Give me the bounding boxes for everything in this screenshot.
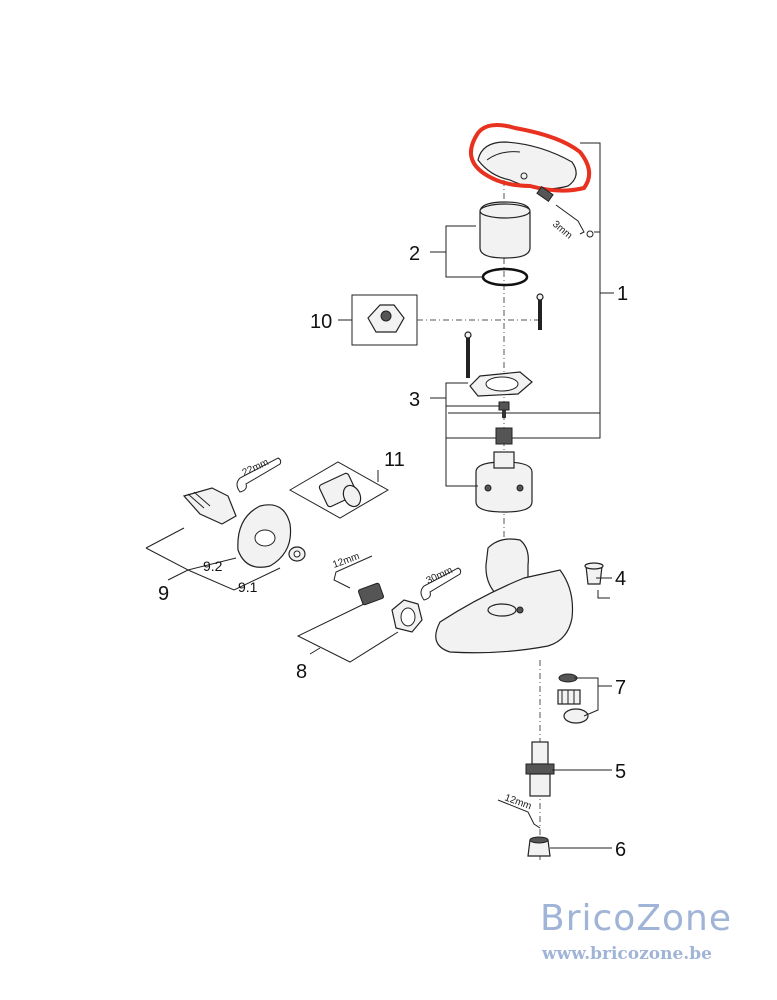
plug-cap-part xyxy=(584,562,604,585)
wrench-30mm-icon xyxy=(420,567,462,601)
diverter-part xyxy=(525,741,555,797)
grub-screw xyxy=(536,186,554,202)
cover-cap-part xyxy=(479,201,531,259)
callout-2-label: 2 xyxy=(409,243,420,265)
bottom-nut-part xyxy=(527,836,551,857)
callout-8-label: 8 xyxy=(296,661,307,683)
tool-size-12mm-lower: 12mm xyxy=(503,792,533,812)
callout-2-bracket xyxy=(445,225,482,278)
o-ring-part xyxy=(481,267,529,287)
watermark-title: BricoZone xyxy=(540,898,732,939)
callout-9-label: 9 xyxy=(158,583,169,605)
aerator-insert-part xyxy=(557,689,581,705)
callout-9-2-bracket xyxy=(145,547,237,571)
cartridge-part xyxy=(475,451,533,513)
callout-6-label: 6 xyxy=(615,839,626,861)
long-screw-left xyxy=(464,331,472,378)
wall-rosette-part xyxy=(237,504,292,568)
lever-handle-part xyxy=(477,141,577,190)
callout-7-bracket xyxy=(574,677,599,717)
callout-3-bracket xyxy=(445,382,478,487)
wrench-22mm-icon xyxy=(236,457,282,493)
cartridge-top-part xyxy=(367,304,405,333)
hex-key-3mm-icon xyxy=(555,204,594,238)
callout-4-label: 4 xyxy=(615,568,626,590)
highlight-outline xyxy=(468,122,592,193)
eccentric-connector-part xyxy=(357,582,385,606)
callout-5-label: 5 xyxy=(615,761,626,783)
callout-3-label: 3 xyxy=(409,389,420,411)
watermark-url: www.bricozone.be xyxy=(542,944,712,964)
callout-10-inset-box xyxy=(351,294,418,346)
small-screw xyxy=(498,401,510,418)
retaining-ring-part xyxy=(469,371,533,397)
callout-11-label: 11 xyxy=(384,449,405,471)
connector-fitting-part xyxy=(318,472,362,508)
hex-key-12mm-upper-icon xyxy=(333,555,373,589)
adapter-part xyxy=(495,427,513,445)
mixer-body-part xyxy=(435,538,574,654)
union-nut-part xyxy=(391,599,423,633)
hex-key-12mm-lower-icon xyxy=(497,799,541,829)
callout-7-label: 7 xyxy=(615,677,626,699)
long-screw-right xyxy=(536,293,544,330)
callout-1-bracket xyxy=(448,142,601,439)
s-union-part xyxy=(182,487,237,525)
callout-10-label: 10 xyxy=(310,311,332,333)
callout-8-bracket xyxy=(296,603,399,663)
callout-9-2-label: 9.2 xyxy=(203,558,223,574)
callout-1-label: 1 xyxy=(617,283,628,305)
callout-9-1-label: 9.1 xyxy=(238,579,258,595)
tool-size-3mm: 3mm xyxy=(550,219,574,242)
aerator-housing-part xyxy=(563,708,589,724)
